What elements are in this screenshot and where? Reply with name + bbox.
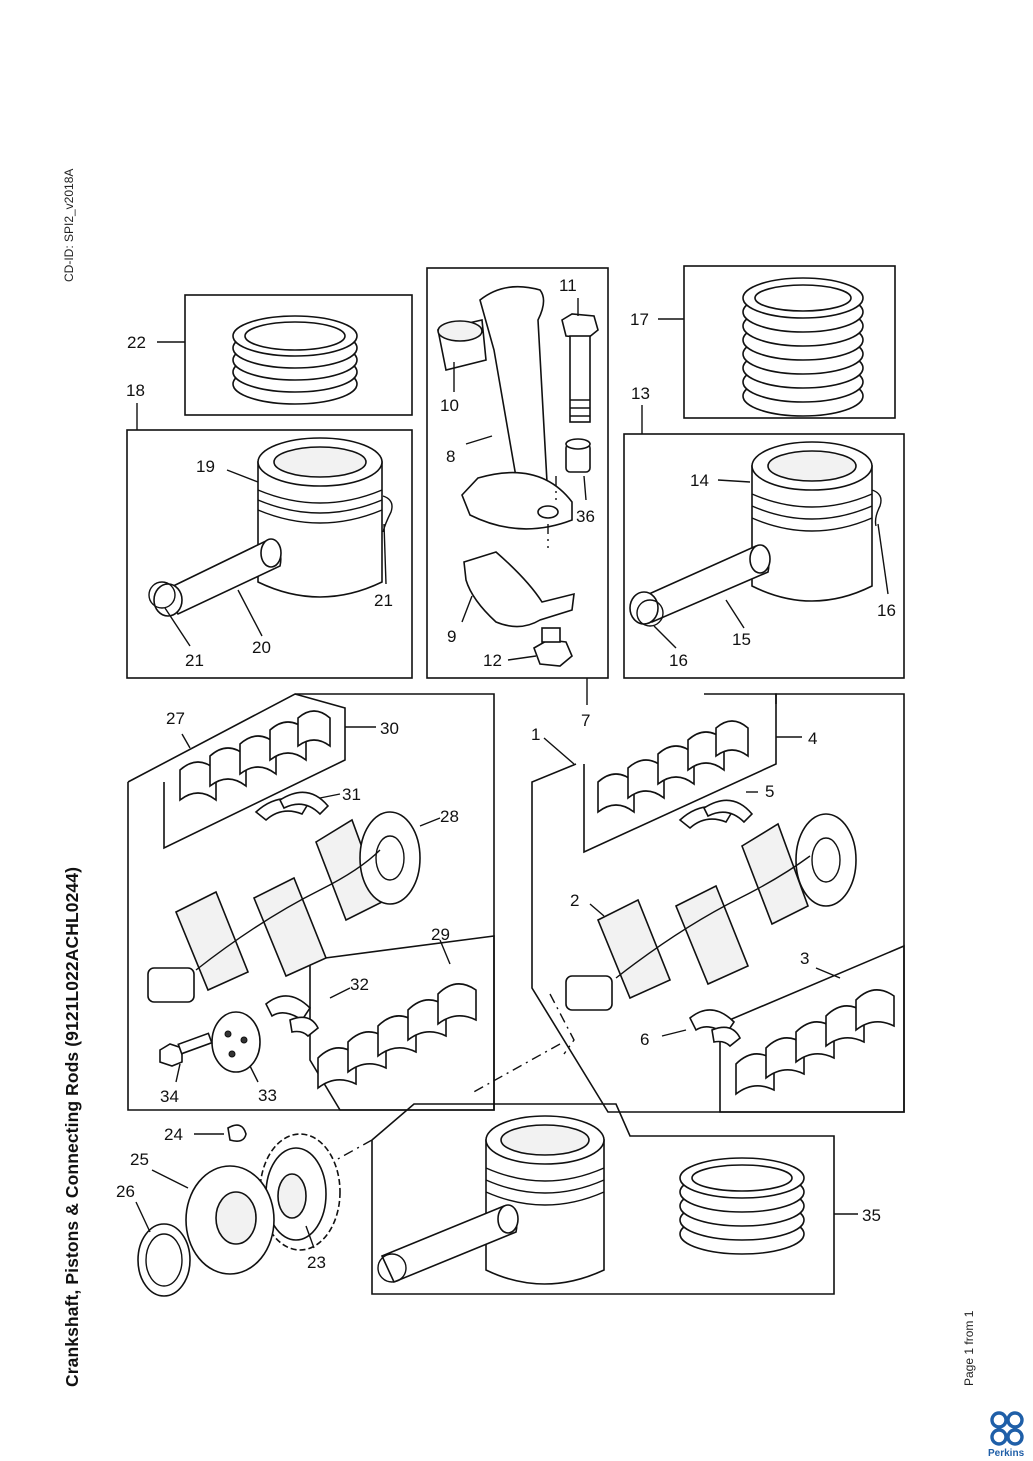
callout-13: 13 (631, 384, 650, 403)
callout-5: 5 (765, 782, 774, 801)
callout-30: 30 (380, 719, 399, 738)
nut-12 (533, 627, 573, 667)
callout-27: 27 (166, 709, 185, 728)
piston-14 (751, 441, 873, 602)
callout-36: 36 (576, 507, 595, 526)
main-bearing-shells-4 (597, 720, 749, 814)
thrust-washers-32 (264, 995, 320, 1038)
callout-15: 15 (732, 630, 751, 649)
bolt-11 (561, 313, 599, 423)
piston-rings-17 (742, 277, 864, 417)
gudgeon-pin-15 (629, 544, 771, 625)
callout-6: 6 (640, 1030, 649, 1049)
pulley-hub-33 (211, 1011, 261, 1073)
bolt-34 (159, 1032, 213, 1067)
callout-4: 4 (808, 729, 817, 748)
callout-16-left: 16 (669, 651, 688, 670)
callout-34: 34 (160, 1087, 179, 1106)
ring-set-box-22 (157, 294, 413, 416)
callout-21-left: 21 (185, 651, 204, 670)
ring-set-box-17 (658, 265, 896, 419)
crankshaft-2 (565, 813, 857, 1011)
crankshaft-28 (147, 811, 421, 1003)
callout-16-right: 16 (877, 601, 896, 620)
callout-33: 33 (258, 1086, 277, 1105)
callout-labels: 1 2 3 4 5 6 7 8 9 10 11 12 13 14 15 16 1… (116, 276, 896, 1272)
callout-2: 2 (570, 891, 579, 910)
piston-rings-35 (679, 1157, 805, 1255)
thrust-washers-6 (688, 1009, 742, 1048)
dowel-36 (565, 438, 591, 473)
callout-20: 20 (252, 638, 271, 657)
callout-29: 29 (431, 925, 450, 944)
thrust-washers-5 (678, 799, 754, 830)
main-bearing-shells-27 (179, 710, 331, 802)
piston-19 (257, 437, 383, 598)
connecting-rod-box-7 (426, 267, 609, 705)
thrust-washer-25 (185, 1165, 275, 1275)
callout-3: 3 (800, 949, 809, 968)
piston-rings-22 (232, 315, 358, 405)
small-end-bush-10 (437, 319, 487, 371)
callout-28: 28 (440, 807, 459, 826)
washer-26 (137, 1223, 191, 1297)
woodruff-key-24 (227, 1124, 247, 1142)
callout-1: 1 (531, 725, 540, 744)
callout-26: 26 (116, 1182, 135, 1201)
callout-9: 9 (447, 627, 456, 646)
callout-22: 22 (127, 333, 146, 352)
callout-25: 25 (130, 1150, 149, 1169)
callout-19: 19 (196, 457, 215, 476)
connecting-rod-8 (461, 285, 573, 530)
crankshaft-assembly-right-4 (531, 693, 905, 1113)
callout-10: 10 (440, 396, 459, 415)
thrust-washers-31 (254, 791, 330, 822)
callout-24: 24 (164, 1125, 183, 1144)
gudgeon-pin-35 (377, 1204, 519, 1284)
main-bearing-shells-29 (317, 983, 477, 1090)
callout-11: 11 (559, 276, 577, 295)
callout-17: 17 (630, 310, 649, 329)
callout-12: 12 (483, 651, 502, 670)
callout-14: 14 (690, 471, 709, 490)
piston-box-18 (126, 403, 413, 679)
callout-8: 8 (446, 447, 455, 466)
piston-ring-box-35 (371, 1103, 858, 1295)
perkins-logo (990, 1411, 1024, 1446)
crankshaft-assembly-left-30 (127, 693, 495, 1111)
perkins-logo-text: Perkins (988, 1448, 1025, 1459)
callout-32: 32 (350, 975, 369, 994)
timing-gear-group (135, 1124, 341, 1297)
piston-box-13 (623, 405, 905, 679)
callout-23: 23 (307, 1253, 326, 1272)
callout-21-right: 21 (374, 591, 393, 610)
rod-cap-9 (463, 551, 575, 628)
callout-35: 35 (862, 1206, 881, 1225)
callout-31: 31 (342, 785, 361, 804)
circlip-16 (636, 489, 882, 627)
callout-18: 18 (126, 381, 145, 400)
main-bearing-shells-3 (735, 989, 895, 1096)
callout-7: 7 (581, 711, 590, 730)
piston-35 (485, 1115, 605, 1285)
